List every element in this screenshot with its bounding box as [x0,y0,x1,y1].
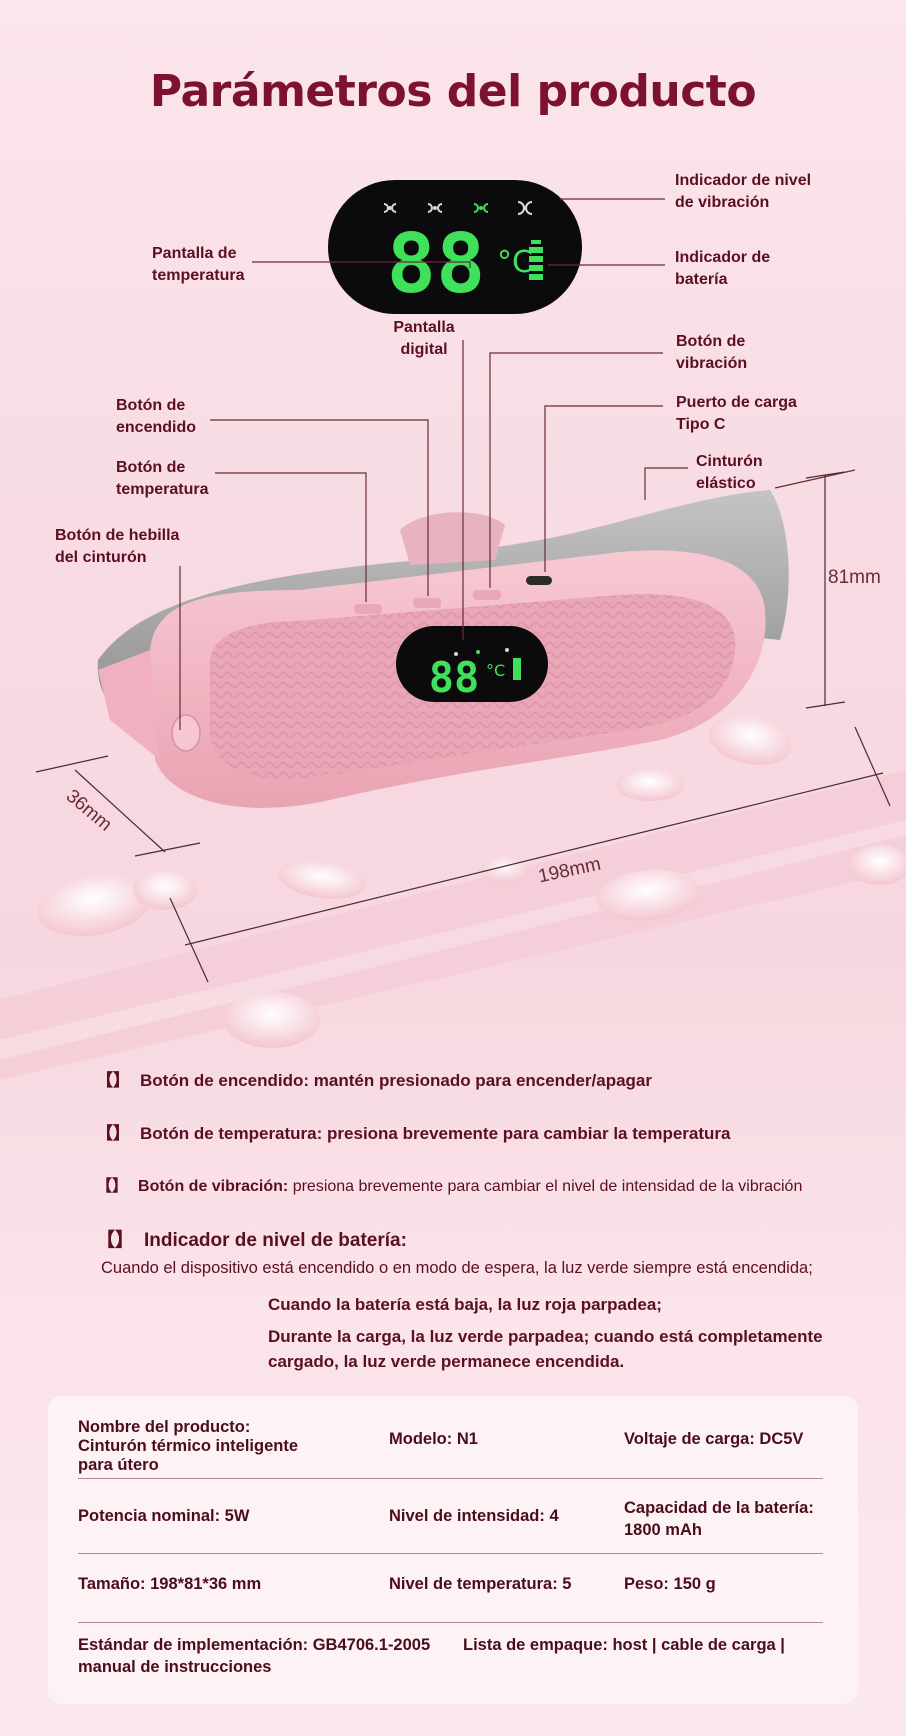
dimension-lines [35,471,891,983]
battery-note-charging-1: Durante la carga, la luz verde parpadea;… [268,1327,823,1346]
spec-divider [78,1622,823,1623]
buckle-button [171,714,201,752]
spec-power: Potencia nominal: 5W [78,1507,250,1525]
temperature-digits: 88 [387,217,486,312]
temperature-button-shape [354,604,382,614]
celsius-unit: °C [497,245,533,280]
spec-packing-list-cont: manual de instrucciones [78,1658,272,1676]
spec-size: Tamaño: 198*81*36 mm [78,1575,262,1593]
leader-lines [179,198,856,730]
spec-intensity: Nivel de intensidad: 4 [389,1507,559,1525]
battery-note-charging-2: cargado, la luz verde permanece encendid… [268,1352,625,1371]
spec-divider [78,1553,823,1554]
spec-table: Nombre del producto: Cinturón térmico in… [48,1396,858,1704]
spec-temperature-level: Nivel de temperatura: 5 [389,1575,572,1593]
svg-text:°C: °C [486,661,505,680]
feature-power: 【】Botón de encendido: mantén presionado … [96,1071,652,1090]
top-display-panel: 88 °C [328,180,582,314]
floor-plane [0,770,906,1080]
spec-weight: Peso: 150 g [624,1575,716,1593]
battery-icon [529,240,543,280]
device-body: 88 °C [98,550,766,808]
spec-battery-capacity: Capacidad de la batería: 1800 mAh [624,1499,814,1539]
feature-temperature: 【】Botón de temperatura: presiona breveme… [96,1124,731,1143]
page-title: Parámetros del producto [149,66,757,117]
feature-vibration: 【】Botón de vibración: presiona brevement… [96,1178,803,1195]
spec-charge-voltage: Voltaje de carga: DC5V [624,1430,804,1448]
battery-note-low: Cuando la batería está baja, la luz roja… [268,1295,662,1314]
spec-product-name: Nombre del producto: Cinturón térmico in… [78,1418,299,1474]
spec-model: Modelo: N1 [389,1430,478,1448]
vibration-button-shape [473,590,501,600]
type-c-port [526,576,552,585]
product-illustration: 88 °C 88 °C [0,180,906,1080]
battery-note-standby: Cuando el dispositivo está encendido o e… [101,1259,813,1277]
dimension-height: 81mm [828,567,881,588]
svg-text:88: 88 [429,653,480,702]
device-display [396,626,548,702]
spec-divider [78,1478,823,1479]
feature-battery: 【】Indicador de nivel de batería: [96,1230,407,1251]
rose-petals [37,714,906,1048]
power-button-shape [413,598,441,608]
spec-standard: Estándar de implementación: GB4706.1-200… [78,1636,431,1654]
spec-packing-list: Lista de empaque: host | cable de carga … [463,1636,785,1654]
